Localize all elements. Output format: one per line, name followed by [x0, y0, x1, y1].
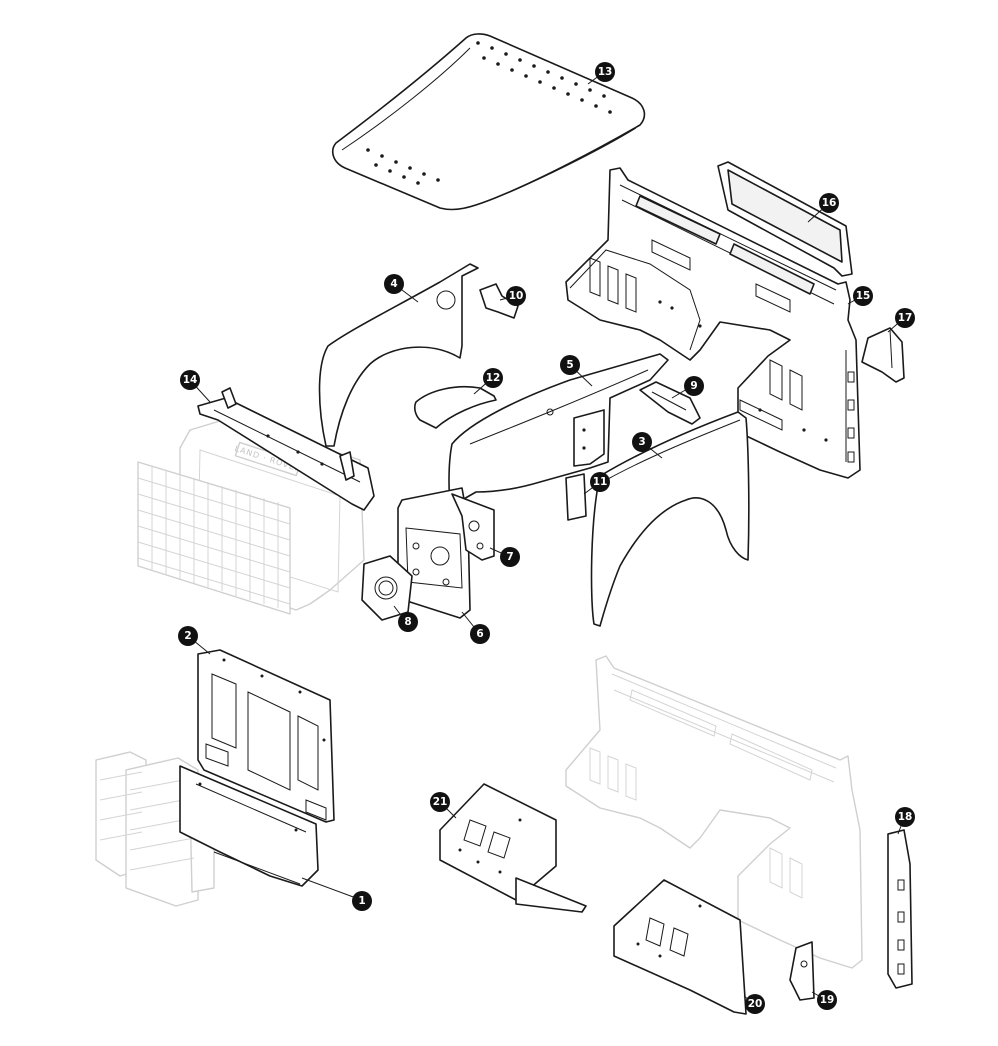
- callout-4: 4: [384, 274, 404, 294]
- left-wing-outer-panel: [318, 263, 479, 447]
- footwell-panel-21: [439, 783, 587, 913]
- callout-10-label: 10: [509, 290, 524, 302]
- bulkhead-side-slots: [847, 371, 855, 463]
- callout-12: 12: [483, 368, 503, 388]
- callout-5-label: 5: [566, 359, 573, 371]
- callout-20: 20: [745, 994, 765, 1014]
- callout-18: 18: [895, 807, 915, 827]
- callout-13: 13: [595, 62, 615, 82]
- bracket-9: [639, 381, 701, 425]
- callout-12-label: 12: [486, 372, 501, 384]
- callout-3-label: 3: [638, 436, 645, 448]
- callout-11-label: 11: [593, 476, 608, 488]
- callout-19-label: 19: [820, 994, 835, 1006]
- plate-11: [565, 473, 587, 521]
- callout-3: 3: [632, 432, 652, 452]
- callout-1: 1: [352, 891, 372, 911]
- side-upright-18: [887, 829, 913, 989]
- callout-11: 11: [590, 472, 610, 492]
- callout-8: 8: [398, 612, 418, 632]
- callout-4-label: 4: [390, 278, 397, 290]
- radiator-panel-2: [197, 649, 335, 823]
- callout-6-label: 6: [476, 628, 483, 640]
- callout-15-label: 15: [856, 290, 871, 302]
- callout-14: 14: [180, 370, 200, 390]
- lower-bulkhead-ghost: [565, 655, 863, 969]
- bracket-19: [789, 941, 815, 1001]
- grille-mesh: [137, 466, 291, 608]
- callout-5: 5: [560, 355, 580, 375]
- bonnet-panel: [331, 33, 646, 211]
- curved-panel-12: [414, 385, 497, 429]
- radiator-side-panel: [397, 487, 471, 619]
- callout-20-label: 20: [748, 998, 763, 1010]
- bracket-10: [479, 283, 519, 319]
- callout-9-label: 9: [690, 380, 697, 392]
- bulkhead-assembly: [565, 167, 861, 479]
- side-bracket-17: [861, 327, 905, 383]
- callout-10: 10: [506, 286, 526, 306]
- callout-13-label: 13: [598, 66, 613, 78]
- callout-7: 7: [500, 547, 520, 567]
- callout-15: 15: [853, 286, 873, 306]
- grille-panel-ghost: LAND · ROVER: [137, 417, 365, 615]
- callout-21: 21: [430, 792, 450, 812]
- callout-17-label: 17: [898, 312, 913, 324]
- bonnet-rivets: [366, 41, 612, 185]
- callout-9: 9: [684, 376, 704, 396]
- front-apron-1: [179, 765, 319, 887]
- callout-17: 17: [895, 308, 915, 328]
- callout-14-label: 14: [183, 374, 198, 386]
- callout-16-label: 16: [822, 197, 837, 209]
- callout-2-label: 2: [184, 630, 191, 642]
- seat-box-panel-20: [613, 879, 747, 1015]
- callout-2: 2: [178, 626, 198, 646]
- callout-1-label: 1: [358, 895, 365, 907]
- callout-21-label: 21: [433, 796, 448, 808]
- front-grille-ghost: [95, 751, 215, 907]
- bracket-7: [451, 493, 495, 561]
- front-cross-member-14: [197, 387, 375, 511]
- callout-19: 19: [817, 990, 837, 1010]
- callout-7-label: 7: [506, 551, 513, 563]
- callout-18-label: 18: [898, 811, 913, 823]
- callout-6: 6: [470, 624, 490, 644]
- vent-panel: [717, 161, 853, 277]
- right-wing-outer-panel: [590, 411, 750, 627]
- flange-plate-8: [361, 555, 413, 621]
- callout-16: 16: [819, 193, 839, 213]
- callout-8-label: 8: [404, 616, 411, 628]
